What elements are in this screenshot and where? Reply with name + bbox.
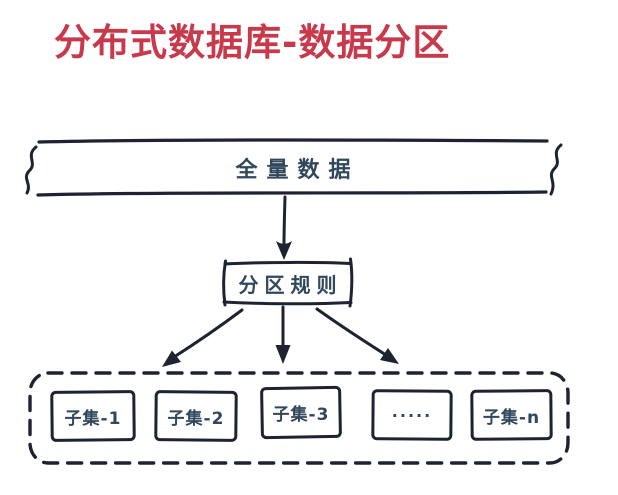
arrow-to-subset-middle — [275, 305, 291, 364]
subset-box-1 — [50, 390, 136, 442]
subset-label-2: 子集-2 — [167, 408, 225, 429]
page-title: 分布式数据库-数据分区 — [54, 21, 451, 64]
subset-label-3: 子集-3 — [272, 405, 330, 425]
subset-label-ellipsis: ····· — [391, 405, 433, 425]
fanout-arrows — [162, 305, 399, 367]
partition-rule-box — [222, 257, 354, 308]
full-data-label: 全量数据 — [235, 158, 360, 183]
arrow-to-subset-left — [162, 308, 244, 367]
subset-boxes — [50, 385, 553, 442]
arrow-band-to-rule — [276, 195, 292, 260]
subsets-container — [28, 371, 570, 465]
band-right-squiggle — [549, 143, 563, 196]
subset-label-n: 子集-n — [482, 407, 541, 428]
subset-box-3 — [260, 385, 342, 440]
subset-box-5 — [470, 389, 553, 441]
subset-box-2 — [154, 390, 238, 442]
band-left-squiggle — [24, 145, 38, 195]
partition-rule-label: 分区规则 — [238, 272, 343, 297]
arrow-to-subset-right — [315, 307, 399, 364]
full-data-band — [24, 138, 563, 197]
subset-label-1: 子集-1 — [64, 408, 122, 429]
subset-box-4 — [371, 389, 453, 441]
